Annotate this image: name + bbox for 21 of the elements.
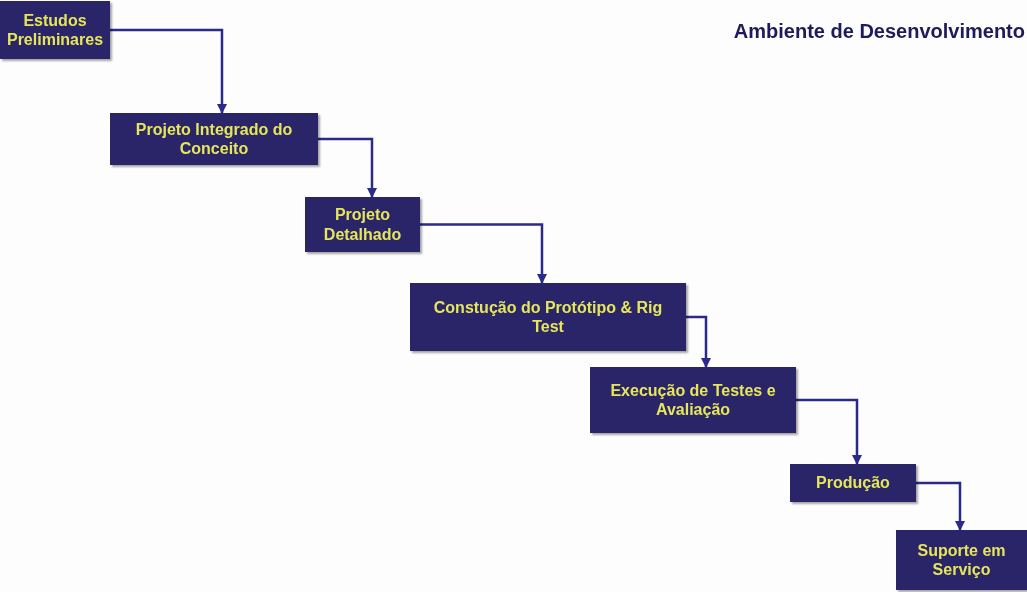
- process-box: [305, 197, 420, 252]
- box-label: Execução de Testes e Avaliação: [609, 380, 777, 420]
- arrow: [916, 481, 965, 531]
- box-label: Estudos Preliminares: [6, 10, 104, 50]
- arrow: [796, 398, 862, 465]
- box-label: Produção: [816, 473, 890, 493]
- process-box: [410, 283, 686, 351]
- box-label: Projeto Detalhado: [322, 205, 403, 244]
- title: Ambiente de Desenvolvimento: [733, 20, 1025, 43]
- box-label: Suporte em Serviço: [916, 540, 1007, 580]
- process-box: [896, 530, 1027, 590]
- process-box: [110, 113, 318, 165]
- arrow: [318, 137, 377, 198]
- arrow: [420, 223, 547, 284]
- process-box: [0, 1, 110, 59]
- process-box: [590, 367, 796, 433]
- arrow: [110, 28, 227, 114]
- arrow: [686, 315, 711, 368]
- process-box: [790, 464, 916, 502]
- box-label: Projeto Integrado do Conceito: [134, 119, 294, 159]
- box-label: Constução do Protótipo & Rig Test: [432, 297, 664, 337]
